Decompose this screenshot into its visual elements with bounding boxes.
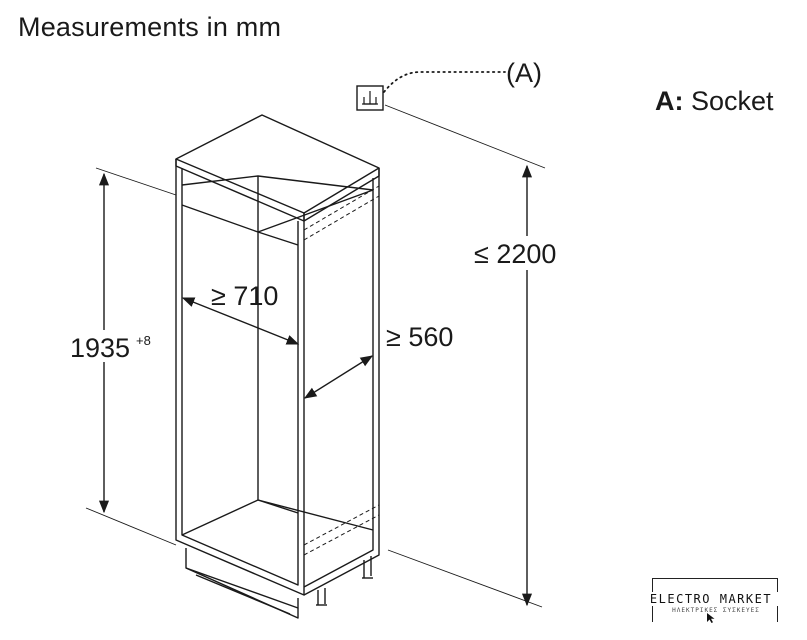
hidden-edges: [303, 185, 380, 556]
logo: ELECTRO MARKET: [638, 592, 784, 606]
dim-width-value: ≥ 560: [386, 322, 453, 352]
page-title: Measurements in mm: [18, 12, 282, 42]
callout-leader: [383, 71, 506, 93]
extension-lines: [85, 104, 546, 608]
dim-depth-value: ≥ 710: [211, 281, 278, 311]
logo-tagline: ΗΛΕΚΤΡΙΚΕΣ ΣΥΣΚΕΥΕΣ: [672, 607, 760, 614]
cabinet-outline: [175, 114, 380, 619]
dimension-lines: [98, 164, 533, 607]
dim-height-tolerance: +8: [136, 333, 151, 348]
cursor-icon: [707, 613, 715, 623]
socket-icon: [356, 85, 384, 111]
legend-key: A:: [655, 86, 684, 116]
legend: A: Socket: [655, 86, 774, 117]
legend-text: Socket: [691, 86, 774, 116]
dim-max-height-value: ≤ 2200: [474, 239, 556, 269]
callout-label: (A): [506, 58, 542, 88]
dim-height-value: 1935: [70, 333, 130, 363]
